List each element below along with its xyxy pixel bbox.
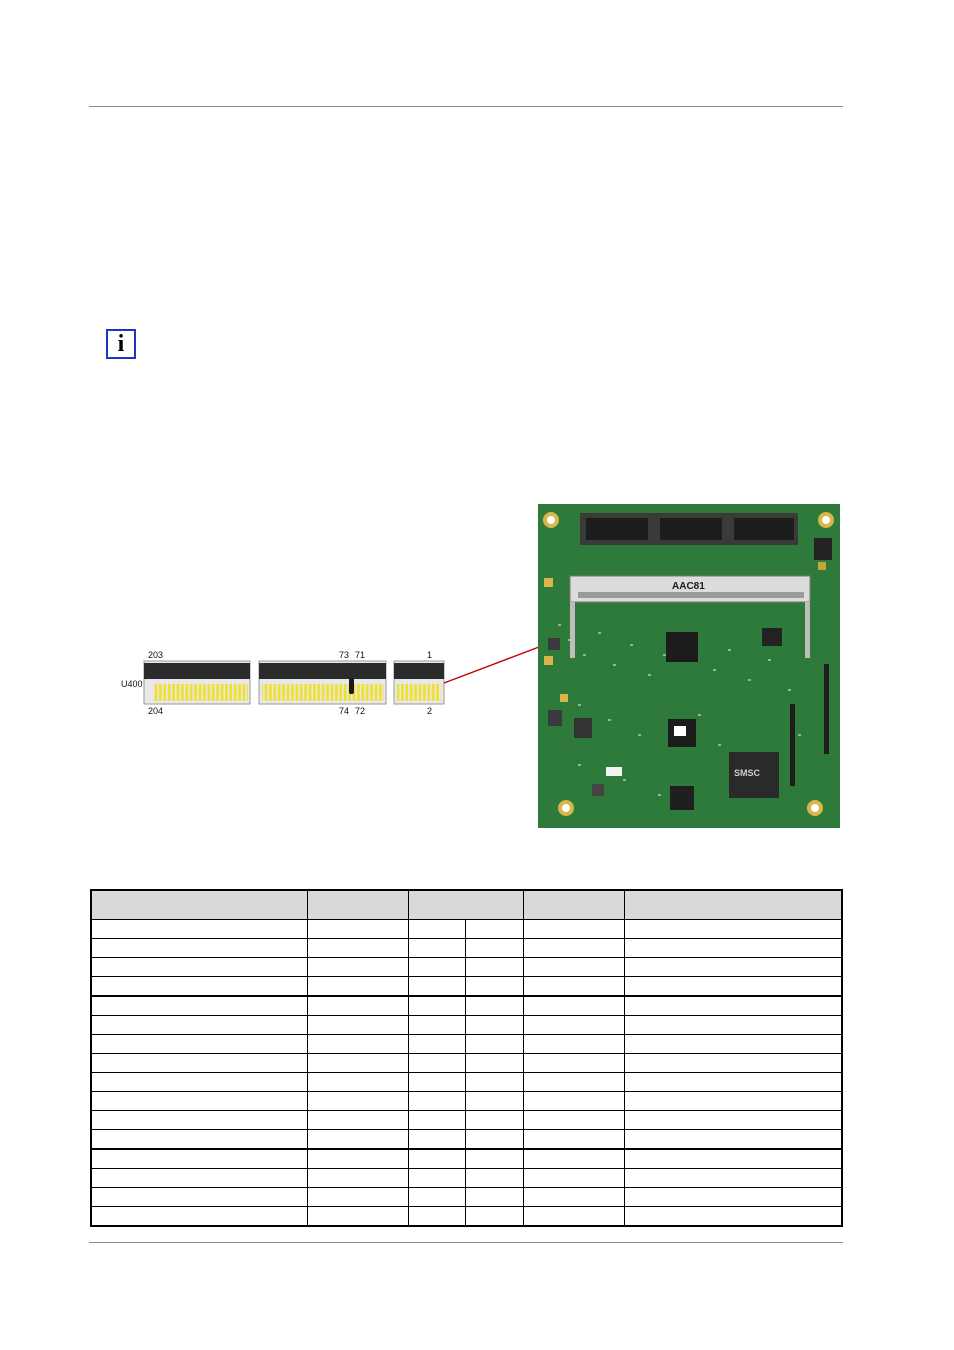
table-row <box>90 1110 843 1130</box>
table-row <box>90 1148 843 1169</box>
pin-label-2: 2 <box>427 706 433 716</box>
table-row <box>90 1015 843 1035</box>
table-row <box>90 1072 843 1092</box>
table-row <box>90 919 843 939</box>
table-row <box>90 976 843 997</box>
connector-designator: U400 <box>121 679 143 689</box>
info-icon: i <box>106 329 136 359</box>
table-row <box>90 1168 843 1188</box>
pin-label-71: 71 <box>355 650 366 660</box>
table-row <box>90 1129 843 1150</box>
pin-label-73: 73 <box>339 650 350 660</box>
table-header-cell <box>90 889 308 920</box>
table-header-cell <box>623 889 843 920</box>
table-row <box>90 1053 843 1073</box>
table-header-cell <box>522 889 625 920</box>
chip-marking: AAC81 <box>672 581 705 592</box>
table-row <box>90 1206 843 1227</box>
table-row <box>90 1187 843 1207</box>
footer-rule <box>89 1242 843 1243</box>
table-row <box>90 995 843 1016</box>
table-row <box>90 1034 843 1054</box>
table-header-cell <box>407 889 524 920</box>
table-row <box>90 1091 843 1111</box>
table-header-cell <box>306 889 409 920</box>
pin-assignment-table <box>90 889 843 1227</box>
header-rule <box>89 106 843 107</box>
pin-label-203: 203 <box>148 650 164 660</box>
pin-label-74: 74 <box>339 706 350 716</box>
pin-label-204: 204 <box>148 706 164 716</box>
pin-label-1: 1 <box>427 650 433 660</box>
module-board-photo: AAC81 SMSC <box>538 504 840 828</box>
table-header-row <box>90 889 843 920</box>
table-row <box>90 938 843 958</box>
pin-label-72: 72 <box>355 706 366 716</box>
table-row <box>90 957 843 977</box>
smsc-chip-label: SMSC <box>734 768 761 778</box>
